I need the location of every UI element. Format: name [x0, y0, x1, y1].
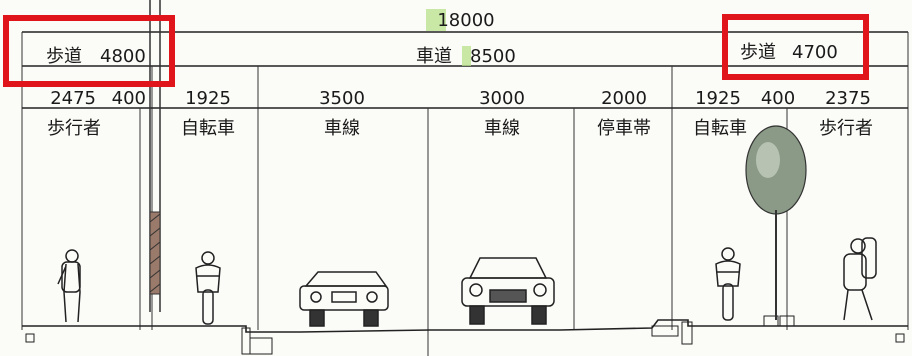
roadway-width: 8500 — [470, 46, 516, 67]
pedestrian-icon — [843, 237, 877, 321]
segment-label: 自転車 — [693, 118, 747, 139]
segment-value: 1925 — [695, 88, 741, 109]
segment-value: 3000 — [479, 88, 525, 109]
roadway-label: 車道 8500 — [416, 46, 516, 67]
segment-value: 2475 — [50, 88, 96, 109]
car-icon — [299, 271, 389, 327]
utility-pole-icon — [149, 0, 161, 312]
segment-dimensions: 2475 400 1925 3500 3000 2000 1925 400 23… — [22, 88, 908, 356]
segment-value: 3500 — [319, 88, 365, 109]
highlight-mark — [426, 9, 446, 31]
segment-value: 400 — [112, 88, 146, 109]
cyclist-icon — [715, 247, 741, 321]
segment-label: 車線 — [484, 118, 520, 139]
highlight-mark — [462, 46, 471, 66]
segment-label: 歩行者 — [819, 118, 873, 139]
right-sidewalk-label: 歩道 4700 — [740, 42, 838, 63]
segment-value: 2000 — [601, 88, 647, 109]
segment-label: 車線 — [324, 118, 360, 139]
car-icon — [461, 257, 555, 325]
right-sidewalk-highlight-box — [722, 14, 869, 80]
total-width-value: 18000 — [437, 10, 494, 31]
tree-icon — [745, 125, 807, 320]
right-sidewalk-name: 歩道 — [740, 42, 776, 63]
segment-label: 自転車 — [181, 118, 235, 139]
cyclist-icon — [195, 251, 221, 325]
left-sidewalk-width: 4800 — [100, 46, 146, 67]
left-sidewalk-name: 歩道 — [46, 46, 82, 67]
left-sidewalk-highlight-box — [3, 15, 175, 87]
segment-label: 停車帯 — [597, 118, 651, 139]
right-sidewalk-width: 4700 — [792, 42, 838, 63]
segment-value: 2375 — [825, 88, 871, 109]
segment-value: 1925 — [185, 88, 231, 109]
roadway-name: 車道 — [416, 46, 452, 67]
segment-label: 歩行者 — [47, 118, 101, 139]
segment-value: 400 — [761, 88, 795, 109]
ground — [22, 315, 908, 355]
left-sidewalk-label: 歩道 4800 — [46, 46, 146, 67]
pedestrian-icon — [57, 249, 81, 323]
